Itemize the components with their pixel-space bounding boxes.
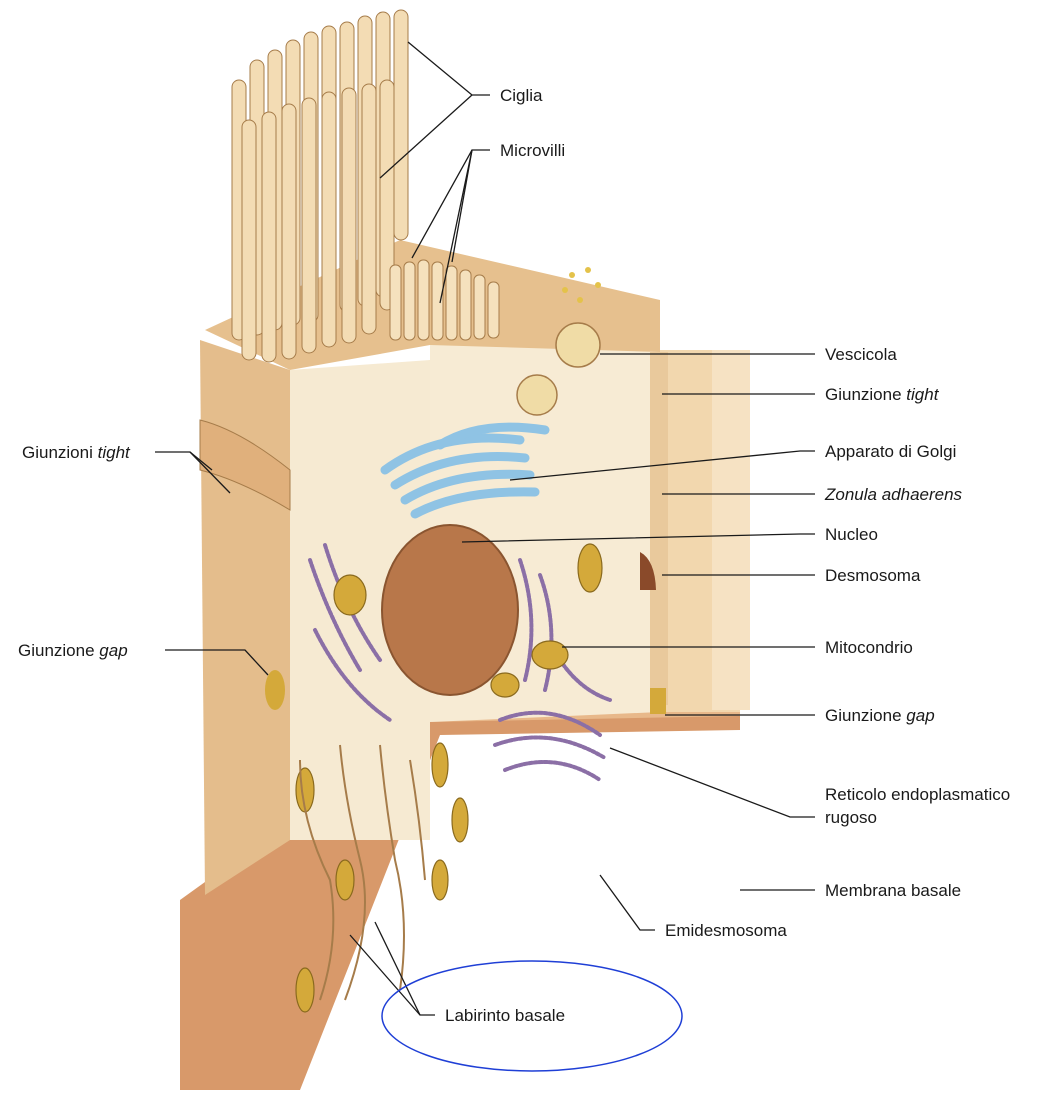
label-giunzioni-tight: Giunzioni tight xyxy=(22,443,131,462)
label-labirinto-basale: Labirinto basale xyxy=(445,1006,565,1025)
label-microvilli: Microvilli xyxy=(500,141,565,160)
label-giunzione-gap-left: Giunzione gap xyxy=(18,641,128,660)
label-reticolo-1: Reticolo endoplasmatico xyxy=(825,785,1010,804)
gap-junction-right xyxy=(650,688,666,714)
nucleus xyxy=(382,525,518,695)
neighbour-cell-edge xyxy=(712,350,750,710)
gap-junction-left xyxy=(265,670,285,710)
lateral-membrane xyxy=(650,352,668,705)
vesicle-top xyxy=(556,323,600,367)
label-emidesmosoma: Emidesmosoma xyxy=(665,921,787,940)
vesicle-mid xyxy=(517,375,557,415)
label-desmosoma: Desmosoma xyxy=(825,566,921,585)
label-zonula-adhaerens: Zonula adhaerens xyxy=(824,485,963,504)
label-membrana-basale: Membrana basale xyxy=(825,881,961,900)
label-mitocondrio: Mitocondrio xyxy=(825,638,913,657)
cell-left-face xyxy=(200,340,290,895)
label-apparato-golgi: Apparato di Golgi xyxy=(825,442,956,461)
label-ciglia: Ciglia xyxy=(500,86,543,105)
label-giunzione-gap-right: Giunzione gap xyxy=(825,706,935,725)
label-giunzione-tight: Giunzione tight xyxy=(825,385,940,404)
label-vescicola: Vescicola xyxy=(825,345,897,364)
label-reticolo-2: rugoso xyxy=(825,808,877,827)
label-nucleo: Nucleo xyxy=(825,525,878,544)
